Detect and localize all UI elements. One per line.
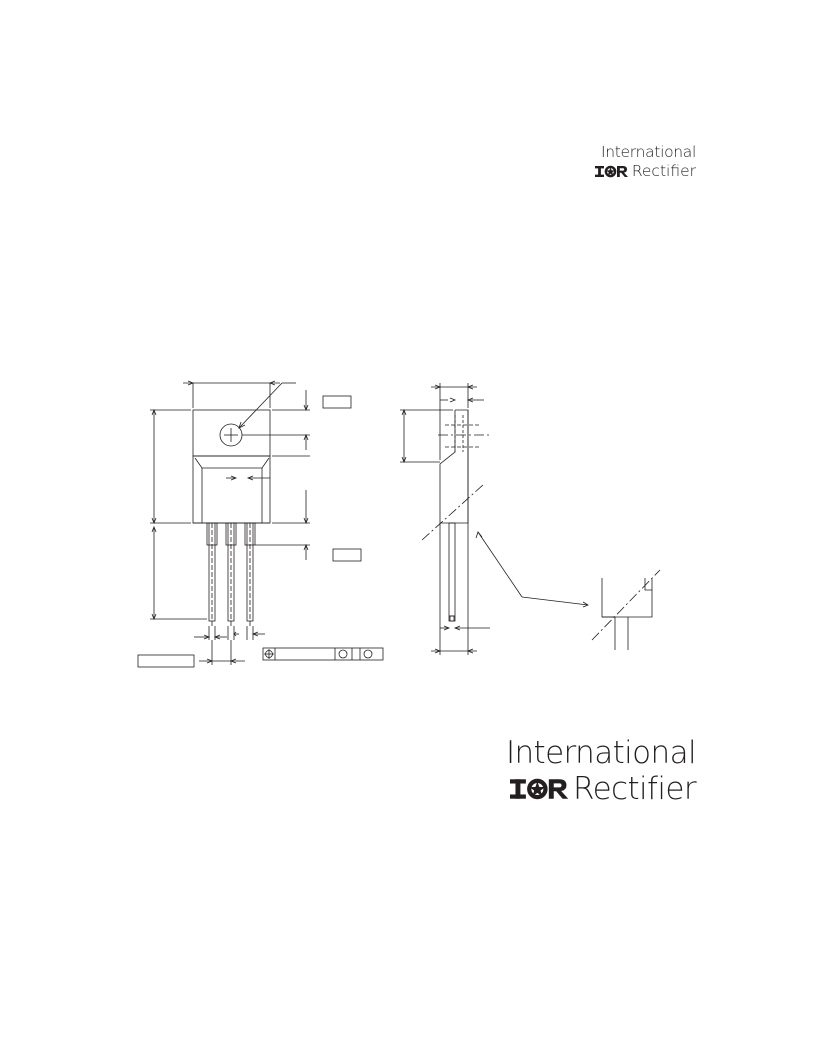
side-view — [400, 383, 589, 655]
brand-line1: International — [600, 143, 696, 161]
detail-view — [591, 569, 661, 650]
brand-line1: International — [505, 735, 697, 771]
brand-line2-row: Rectifier — [594, 162, 696, 181]
brand-line2-row: Rectifier — [506, 771, 697, 807]
brand-logo-bottom: International Rectifier — [505, 735, 697, 807]
brand-line2: Rectifier — [631, 162, 696, 180]
brand-logo-top: International Rectifier — [594, 143, 696, 181]
ior-logo-icon — [510, 778, 569, 800]
ior-logo-icon — [594, 165, 628, 178]
brand-line2: Rectifier — [573, 771, 697, 807]
front-view — [137, 380, 384, 668]
